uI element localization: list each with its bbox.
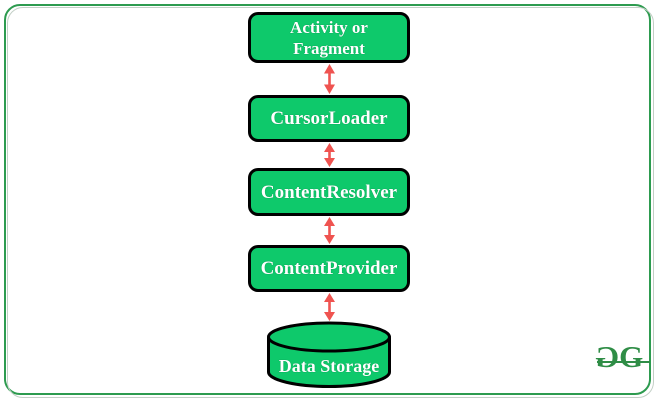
arrow-head-down-icon: [324, 158, 335, 167]
double-arrow-connector-3: [324, 217, 335, 244]
logo-underline: [597, 361, 650, 363]
arrow-head-up-icon: [324, 217, 335, 226]
logo-g-glyph: G: [619, 339, 643, 374]
arrow-head-up-icon: [324, 143, 335, 152]
node-label-contentresolver: ContentResolver: [260, 181, 398, 203]
arrow-head-down-icon: [324, 312, 335, 321]
node-contentresolver: ContentResolver: [248, 168, 410, 216]
logo-g-mirrored-glyph: G: [597, 339, 620, 374]
node-contentprovider: ContentProvider: [248, 245, 410, 292]
arrow-head-down-icon: [324, 235, 335, 244]
node-cursorloader: CursorLoader: [248, 95, 410, 142]
double-arrow-connector-4: [324, 293, 335, 321]
arrow-head-up-icon: [324, 64, 335, 74]
node-label-cursorloader: CursorLoader: [270, 108, 388, 129]
arrow-head-down-icon: [324, 84, 335, 94]
node-data-storage-cylinder-icon: [267, 321, 391, 388]
geeksforgeeks-logo: GG: [597, 339, 653, 376]
double-arrow-connector-2: [324, 143, 335, 167]
cylinder-top: [267, 321, 391, 353]
node-activity-or-fragment: Activity or Fragment: [248, 12, 410, 63]
node-label-activity-or-fragment: Activity or Fragment: [290, 17, 368, 58]
arrow-head-up-icon: [324, 293, 335, 302]
node-label-data-storage: Data Storage: [278, 356, 380, 376]
node-label-contentprovider: ContentProvider: [260, 258, 398, 279]
double-arrow-connector-1: [324, 64, 335, 94]
